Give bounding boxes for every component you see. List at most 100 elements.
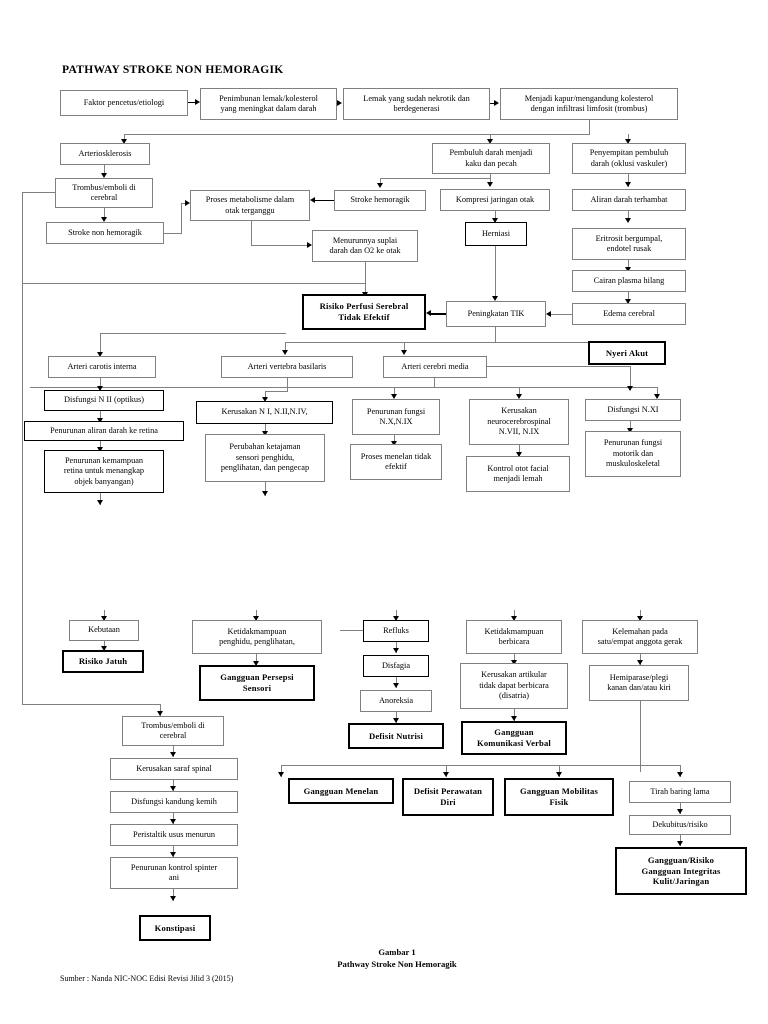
connector-n53-n54 bbox=[173, 889, 174, 901]
connector-n20-n19 bbox=[431, 313, 446, 315]
arrowhead-n57 bbox=[556, 772, 562, 777]
node-defisit-perawatan-diri: Defisit Perawatan Diri bbox=[402, 778, 494, 816]
node-penurunan-kontrol-spinter: Penurunan kontrol spinter ani bbox=[110, 857, 238, 889]
connector-bottom-bus bbox=[281, 765, 681, 766]
node-disfungsi-n11: Disfungsi N.XI bbox=[585, 399, 681, 421]
node-kerusakan-saraf-spinal: Kerusakan saraf spinal bbox=[110, 758, 238, 780]
connector-n05-n06 bbox=[104, 165, 105, 177]
node-refluks: Refluks bbox=[363, 620, 429, 642]
arrowhead-penyempitan bbox=[625, 139, 631, 144]
arrowhead-n40-n41 bbox=[393, 648, 399, 653]
arrowhead-n34 bbox=[654, 394, 660, 399]
arrowhead-n44 bbox=[511, 616, 517, 621]
connector-n24-down-v bbox=[434, 378, 435, 387]
arrowhead-n01-n02 bbox=[195, 99, 200, 105]
node-kerusakan-n1-n2-n4: Kerusakan N I, N.II,N.IV, bbox=[196, 401, 333, 424]
connector-n23-n28-v bbox=[265, 391, 266, 400]
connector-n01-n02 bbox=[188, 102, 196, 103]
node-gangguan-menelan: Gangguan Menelan bbox=[288, 778, 394, 804]
node-hemiparase-plegi: Hemiparase/plegi kanan dan/atau kiri bbox=[589, 665, 689, 701]
arrowhead-n13-n14 bbox=[625, 182, 631, 187]
connector-n47-n48 bbox=[640, 654, 641, 665]
node-gangguan-mobilitas-fisik: Gangguan Mobilitas Fisik bbox=[504, 778, 614, 816]
arrowhead-n12-n20 bbox=[492, 296, 498, 301]
arrowhead-n20-n19 bbox=[426, 310, 431, 316]
connector-n29-down bbox=[265, 482, 266, 496]
connector-n16-n17 bbox=[628, 292, 629, 303]
arrowhead-pembuluh bbox=[487, 139, 493, 144]
arrowhead-n06-n07 bbox=[101, 217, 107, 222]
node-penurunan-fungsi-motorik: Penurunan fungsi motorik dan muskuloskel… bbox=[585, 431, 681, 477]
node-proses-menelan-tidak-efektif: Proses menelan tidak efektif bbox=[350, 444, 442, 480]
node-edema-cerebral: Edema cerebral bbox=[572, 303, 686, 325]
arrowhead-n17-n20 bbox=[546, 311, 551, 317]
connector-bus-to-n55 bbox=[281, 765, 282, 777]
node-menjadi-kapur: Menjadi kapur/mengandung kolesterol deng… bbox=[500, 88, 678, 120]
connector-n59-n60 bbox=[680, 835, 681, 846]
connector-n03-n04 bbox=[490, 103, 495, 104]
arrowhead-n45-n46 bbox=[511, 716, 517, 721]
connector-to-n38 bbox=[256, 610, 257, 620]
page-title: PATHWAY STROKE NON HEMORAGIK bbox=[62, 64, 284, 76]
connector-horizontal-bus-top bbox=[124, 134, 590, 135]
connector-n42-n43 bbox=[396, 712, 397, 723]
connector-n18-n19 bbox=[365, 262, 366, 298]
connector-n28-n29 bbox=[265, 424, 266, 435]
node-gangguan-integritas-kulit: Gangguan/Risiko Gangguan Integritas Kuli… bbox=[615, 847, 747, 895]
node-proses-metabolisme: Proses metabolisme dalam otak terganggu bbox=[190, 190, 310, 221]
connector-n27-down bbox=[100, 493, 101, 505]
connector-bus-to-pembuluh bbox=[490, 134, 491, 142]
connector-to-n49 bbox=[160, 704, 161, 716]
node-defisit-nutrisi: Defisit Nutrisi bbox=[348, 723, 444, 749]
node-peristaltik-usus-menurun: Peristaltik usus menurun bbox=[110, 824, 238, 846]
connector-left-long-to-bottom bbox=[22, 704, 160, 705]
node-nyeri-akut: Nyeri Akut bbox=[588, 341, 666, 365]
arrowhead-n16-n17 bbox=[625, 299, 631, 304]
arrowhead-n36-n37 bbox=[101, 646, 107, 651]
node-penimbunan-lemak: Penimbunan lemak/kolesterol yang meningk… bbox=[200, 88, 337, 120]
arrowhead-n30-n31 bbox=[391, 441, 397, 446]
connector-n09-n08 bbox=[315, 200, 334, 201]
arrowhead-n05-n06 bbox=[101, 173, 107, 178]
connector-cerebri-media-bus bbox=[30, 387, 657, 388]
connector-bus-to-n57 bbox=[559, 765, 560, 777]
arrowhead-n11-n12 bbox=[492, 218, 498, 223]
node-pembuluh-darah-kaku: Pembuluh darah menjadi kaku dan pecah bbox=[432, 143, 550, 174]
connector-n32-n33 bbox=[519, 445, 520, 457]
arrowhead-n36 bbox=[101, 616, 107, 621]
node-tirah-baring-lama: Tirah baring lama bbox=[629, 781, 731, 803]
connector-n30-n31 bbox=[394, 435, 395, 445]
node-menurunnya-suplai: Menurunnya suplai darah dan O2 ke otak bbox=[312, 230, 418, 262]
arrowhead-n23-n28 bbox=[262, 397, 268, 402]
connector-n07-n08-v bbox=[181, 203, 182, 234]
node-arteri-carotis-interna: Arteri carotis interna bbox=[48, 356, 156, 378]
connector-n52-n53 bbox=[173, 846, 174, 857]
connector-n34-n35 bbox=[630, 421, 631, 432]
arrowhead-n49 bbox=[157, 711, 163, 716]
node-risiko-jatuh: Risiko Jatuh bbox=[62, 650, 144, 673]
connector-n08-n18-h bbox=[251, 245, 309, 246]
node-anoreksia: Anoreksia bbox=[360, 690, 432, 712]
connector-n07-n08-h2 bbox=[181, 203, 187, 204]
connector-bus-to-carotis-h bbox=[100, 333, 286, 334]
connector-n14-n15 bbox=[628, 211, 629, 222]
connector-bus-to-carotis-v bbox=[100, 333, 101, 355]
connector-n08-n18-v bbox=[251, 221, 252, 245]
arrowhead-n58 bbox=[677, 772, 683, 777]
arrowhead-n08-n18 bbox=[307, 242, 312, 248]
node-gangguan-komunikasi-verbal: Gangguan Komunikasi Verbal bbox=[461, 721, 567, 755]
connector-to-n44 bbox=[514, 610, 515, 620]
connector-bus-to-cerebri-media bbox=[404, 342, 405, 353]
node-kerusakan-artikular: Kerusakan artikular tidak dapat berbicar… bbox=[460, 663, 568, 709]
connector-n10-n11 bbox=[490, 174, 491, 186]
connector-bus-to-vertebra bbox=[285, 342, 286, 353]
arrowhead-n50-n51 bbox=[170, 786, 176, 791]
arrowhead-n52-n53 bbox=[170, 852, 176, 857]
arrowhead-arteriosklerosis bbox=[121, 139, 127, 144]
connector-n58-n59 bbox=[680, 803, 681, 814]
connector-n25-n26 bbox=[100, 411, 101, 421]
node-kerusakan-neurocerebrospinal: Kerusakan neurocerebrospinal N.VII, N.IX bbox=[469, 399, 569, 445]
connector-n20-bus-v bbox=[495, 327, 496, 342]
arrowhead-n38-n39 bbox=[253, 661, 259, 666]
